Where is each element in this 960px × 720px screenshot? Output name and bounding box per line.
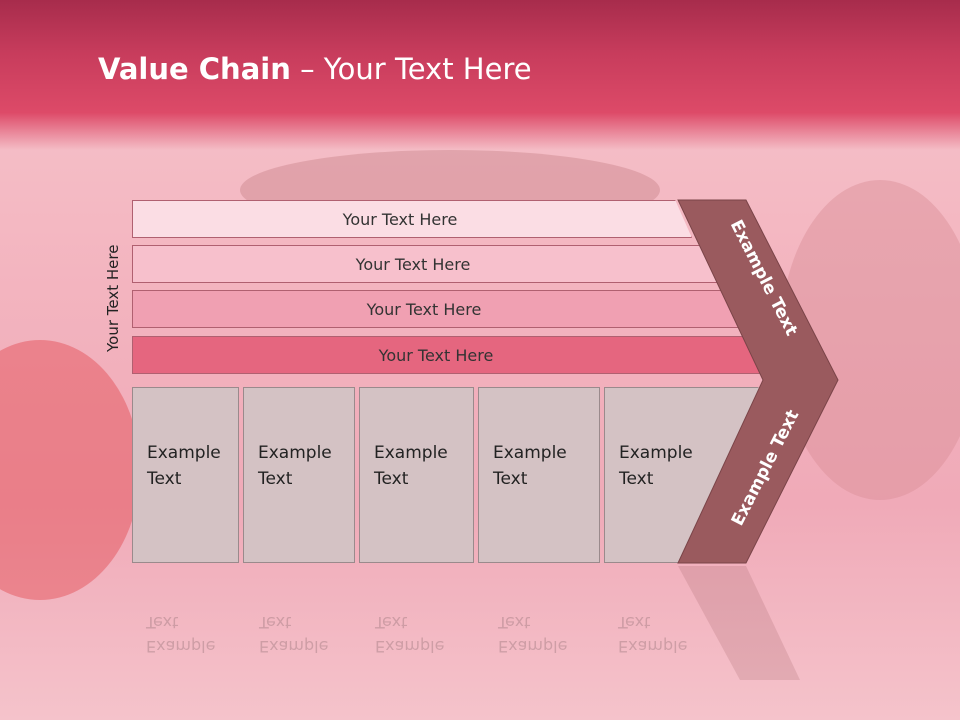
box-line1: Example xyxy=(493,443,567,463)
box-line1: Example xyxy=(147,443,221,463)
title-rest: – Your Text Here xyxy=(290,52,532,86)
value-row-1: Your Text Here xyxy=(132,200,692,238)
box-line2: Text xyxy=(258,469,293,489)
row-label: Your Text Here xyxy=(342,209,458,229)
box-line1: Example xyxy=(619,443,693,463)
box-line2: Text xyxy=(493,469,528,489)
value-row-3: Your Text Here xyxy=(132,290,740,328)
value-row-4: Your Text Here xyxy=(132,336,764,374)
box-line2: Text xyxy=(619,469,654,489)
row-label: Your Text Here xyxy=(378,345,494,365)
chevron-reflection xyxy=(678,566,800,680)
box-line1: Example xyxy=(258,443,332,463)
value-row-2: Your Text Here xyxy=(132,245,718,283)
box-line2: Text xyxy=(374,469,409,489)
row-label: Your Text Here xyxy=(366,299,482,319)
title-band xyxy=(0,0,960,150)
chevron-shape xyxy=(677,199,839,564)
title-bold: Value Chain xyxy=(98,52,291,86)
row-label: Your Text Here xyxy=(355,254,471,274)
box-line2: Text xyxy=(147,469,182,489)
box-line1: Example xyxy=(374,443,448,463)
slide-title: Value Chain – Your Text Here xyxy=(98,52,532,86)
